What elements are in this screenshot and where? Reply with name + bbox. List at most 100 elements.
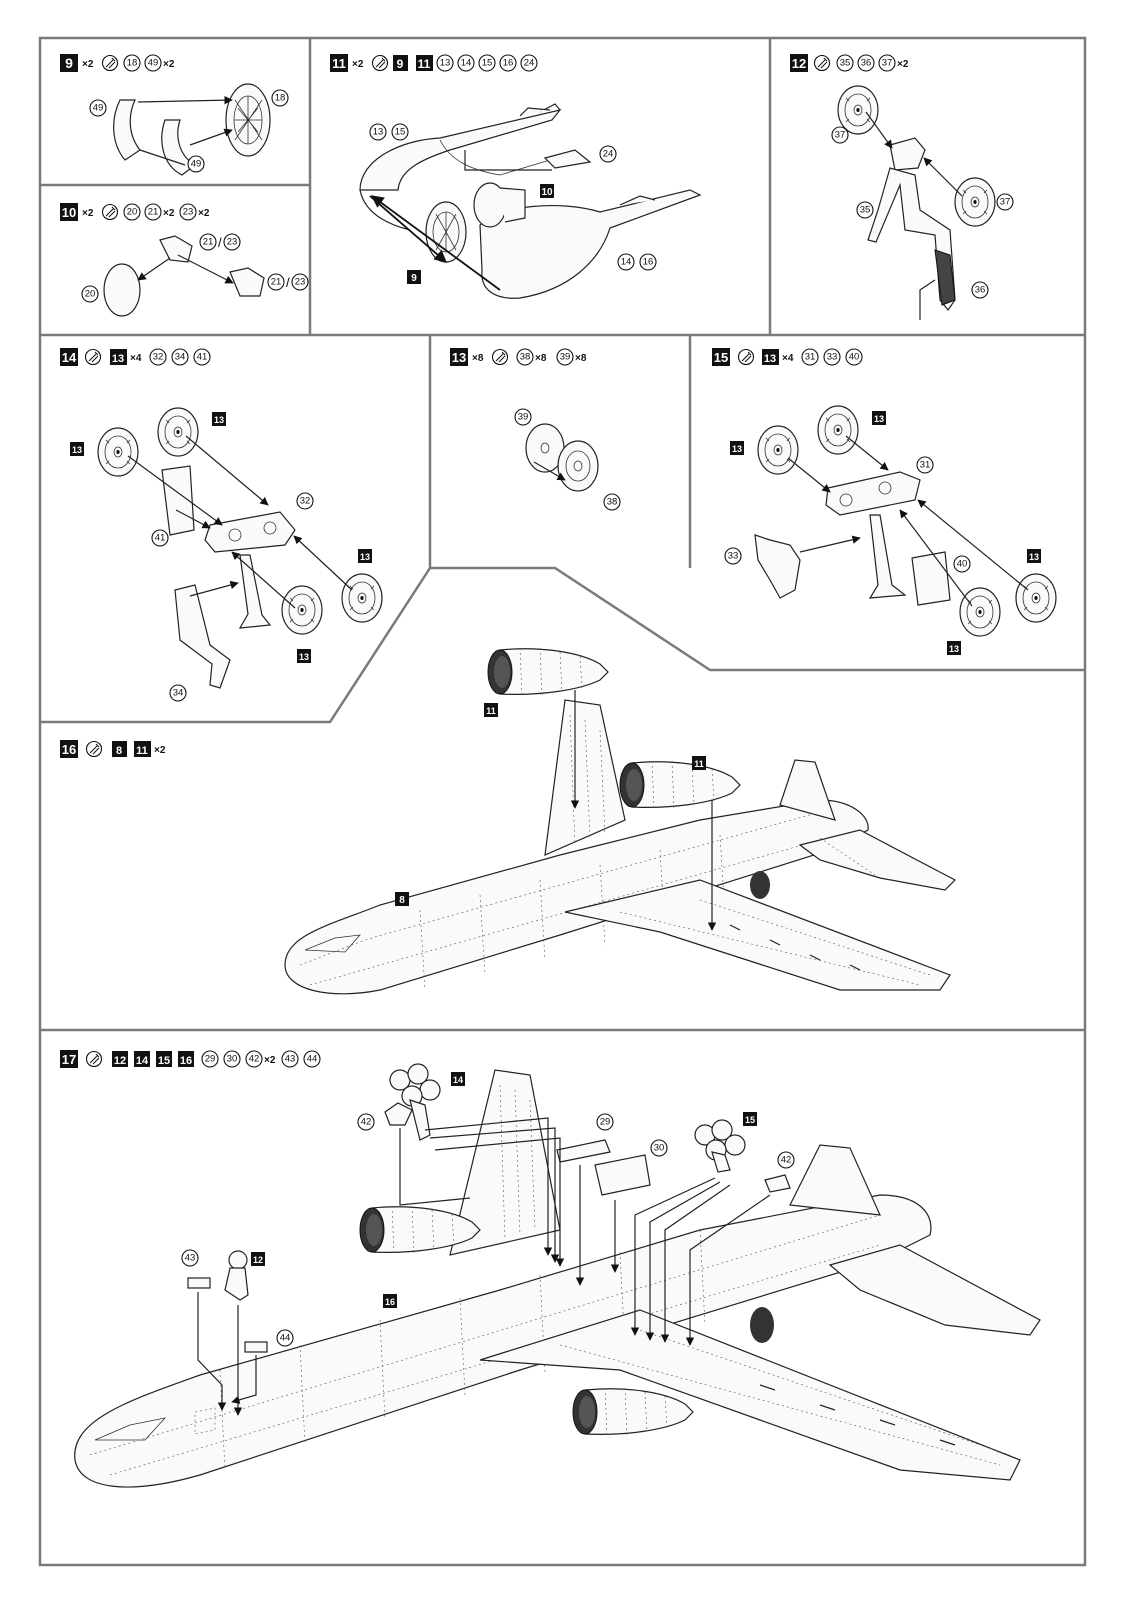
step-15-panel: 15 13 ×4 31 33 40 13 xyxy=(712,348,1057,655)
svg-text:43: 43 xyxy=(285,1054,296,1065)
step-10-drawing: 21 / 23 20 21 / 23 xyxy=(81,233,309,317)
step-16-header: 16 8 11 ×2 xyxy=(60,740,166,758)
svg-text:38: 38 xyxy=(520,352,531,363)
svg-text:15: 15 xyxy=(158,1055,170,1067)
svg-text:11: 11 xyxy=(332,56,346,71)
svg-text:13: 13 xyxy=(72,445,82,455)
svg-text:15: 15 xyxy=(745,1115,755,1125)
svg-text:40: 40 xyxy=(957,559,968,570)
glue-tube-icon xyxy=(85,1050,103,1068)
step-11-drawing: 13 15 24 10 9 14 16 xyxy=(359,103,702,299)
step-11-panel: 11 ×2 9 11 13 14 15 16 24 xyxy=(330,54,702,299)
glue-tube-icon xyxy=(737,348,755,366)
svg-text:11: 11 xyxy=(136,745,148,757)
svg-text:16: 16 xyxy=(503,58,514,69)
svg-text:11: 11 xyxy=(486,706,496,716)
step-10-panel: 10 ×2 20 21 ×2 23 ×2 21 / 23 20 21 / 23 xyxy=(60,203,309,317)
svg-text:14: 14 xyxy=(453,1075,463,1085)
step-10-header: 10 ×2 20 21 ×2 23 ×2 xyxy=(60,203,210,221)
step-13-panel: 13 ×8 38 ×8 39 ×8 39 38 xyxy=(450,348,621,511)
svg-text:8: 8 xyxy=(399,895,405,906)
step-14-header: 14 13 ×4 32 34 41 xyxy=(60,348,211,366)
svg-text:34: 34 xyxy=(175,352,186,363)
svg-text:12: 12 xyxy=(253,1255,263,1265)
svg-text:×8: ×8 xyxy=(472,353,484,364)
svg-text:39: 39 xyxy=(518,412,529,423)
svg-text:23: 23 xyxy=(227,237,238,248)
svg-text:13: 13 xyxy=(732,444,742,454)
svg-text:13: 13 xyxy=(214,415,224,425)
svg-text:21: 21 xyxy=(271,277,282,288)
svg-text:41: 41 xyxy=(155,533,166,544)
step-16-panel: 16 8 11 ×2 xyxy=(60,647,957,995)
svg-text:24: 24 xyxy=(603,149,614,160)
glue-tube-icon xyxy=(371,54,389,72)
svg-text:30: 30 xyxy=(227,1054,238,1065)
svg-text:×8: ×8 xyxy=(535,353,547,364)
svg-text:42: 42 xyxy=(781,1155,792,1166)
svg-text:49: 49 xyxy=(191,159,202,170)
svg-text:×2: ×2 xyxy=(163,208,175,219)
glue-tube-icon xyxy=(101,54,119,72)
step-15-header: 15 13 ×4 31 33 40 xyxy=(712,348,863,366)
svg-text:39: 39 xyxy=(560,352,571,363)
step-13-drawing: 39 38 xyxy=(514,408,621,511)
svg-text:11: 11 xyxy=(418,57,431,71)
svg-text:40: 40 xyxy=(849,352,860,363)
svg-text:32: 32 xyxy=(300,496,311,507)
svg-text:14: 14 xyxy=(136,1055,149,1067)
svg-text:43: 43 xyxy=(185,1253,196,1264)
step-13-header: 13 ×8 38 ×8 39 ×8 xyxy=(450,348,587,366)
svg-text:15: 15 xyxy=(714,350,728,365)
svg-text:×8: ×8 xyxy=(575,353,587,364)
glue-tube-icon xyxy=(84,348,102,366)
svg-text:×2: ×2 xyxy=(154,745,166,756)
svg-text:×4: ×4 xyxy=(130,353,142,364)
svg-text:9: 9 xyxy=(65,55,73,71)
svg-text:13: 13 xyxy=(299,652,309,662)
svg-text:15: 15 xyxy=(395,127,406,138)
svg-text:×2: ×2 xyxy=(82,59,94,70)
svg-text:44: 44 xyxy=(307,1054,318,1065)
svg-text:36: 36 xyxy=(975,285,986,296)
glue-tube-icon xyxy=(85,740,103,758)
step-9-drawing: 49 18 49 xyxy=(89,83,289,176)
step-14-drawing: 13 13 32 41 13 13 34 xyxy=(70,407,383,702)
svg-text:23: 23 xyxy=(295,277,306,288)
svg-text:42: 42 xyxy=(361,1117,372,1128)
gear-assembly-14 xyxy=(389,1063,441,1141)
svg-text:29: 29 xyxy=(205,1054,216,1065)
svg-text:11: 11 xyxy=(694,759,704,769)
step-9-header: 9 ×2 18 49 ×2 xyxy=(60,54,175,72)
svg-text:13: 13 xyxy=(764,353,776,365)
svg-text:41: 41 xyxy=(197,352,208,363)
step-17-drawing: 14 42 29 30 15 42 43 12 44 16 xyxy=(74,1063,1041,1488)
svg-text:13: 13 xyxy=(452,350,466,365)
svg-text:12: 12 xyxy=(792,56,806,71)
svg-text:34: 34 xyxy=(173,688,184,699)
svg-text:35: 35 xyxy=(840,58,851,69)
svg-text:13: 13 xyxy=(440,58,451,69)
step-9-panel: 9 ×2 18 49 ×2 49 18 49 xyxy=(60,54,289,176)
svg-text:17: 17 xyxy=(62,1052,76,1067)
step-17-header: 17 12 14 15 16 29 30 42 ×2 43 44 xyxy=(60,1050,321,1068)
step-17-panel: 17 12 14 15 16 29 30 42 ×2 43 44 xyxy=(60,1050,1041,1488)
svg-text:44: 44 xyxy=(280,1333,291,1344)
svg-text:13: 13 xyxy=(949,644,959,654)
svg-text:16: 16 xyxy=(180,1055,192,1067)
glue-tube-icon xyxy=(491,348,509,366)
svg-text:/: / xyxy=(286,275,290,290)
svg-text:16: 16 xyxy=(643,257,654,268)
svg-text:9: 9 xyxy=(411,273,417,284)
svg-text:×2: ×2 xyxy=(163,59,175,70)
svg-text:49: 49 xyxy=(93,103,104,114)
svg-text:×4: ×4 xyxy=(782,353,794,364)
svg-text:13: 13 xyxy=(360,552,370,562)
svg-text:15: 15 xyxy=(482,58,493,69)
svg-text:18: 18 xyxy=(127,58,138,69)
svg-text:38: 38 xyxy=(607,497,618,508)
glue-tube-icon xyxy=(101,203,119,221)
step-16-drawing: 11 11 8 xyxy=(284,647,957,995)
svg-text:×2: ×2 xyxy=(264,1055,276,1066)
